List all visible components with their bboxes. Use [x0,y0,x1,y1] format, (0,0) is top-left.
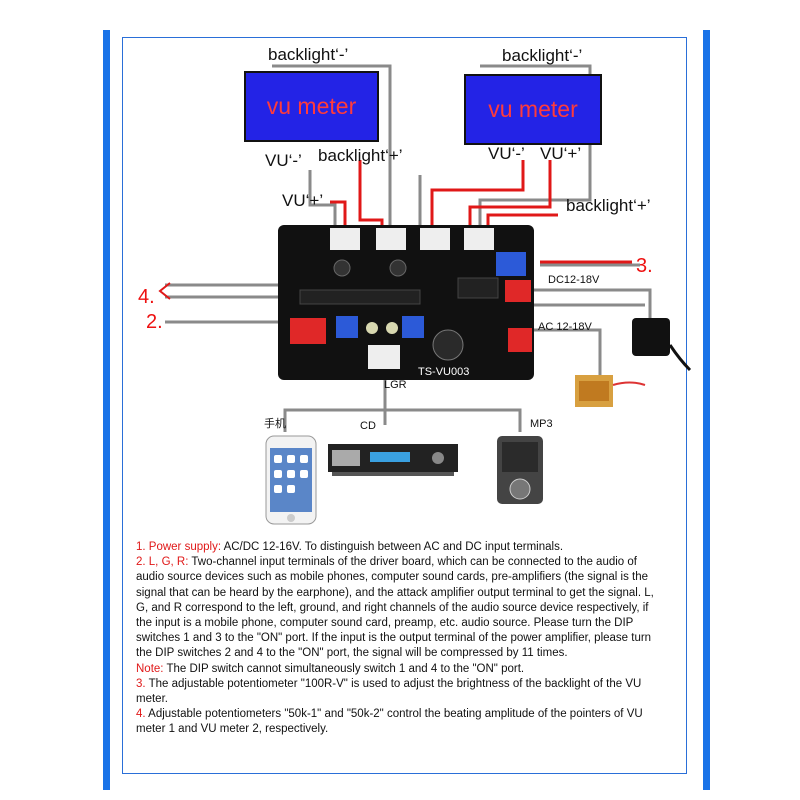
desc-p4-text: Adjustable potentiometers "50k-1" and "5… [136,708,643,736]
vu-meter-1: vu meter [244,71,379,142]
phone-label: 手机 [264,418,286,430]
description-text: 1. Power supply: AC/DC 12-16V. To distin… [136,540,666,738]
meter1-backlight-minus-label: backlight‘-’ [268,45,349,64]
desc-potentiometer-meters: 4. Adjustable potentiometers "50k-1" and… [136,707,666,737]
phone-device [265,435,317,525]
transformer [575,375,646,407]
callout-3: 3. [636,255,653,277]
left-border-bar [103,30,110,790]
callout-2: 2. [146,311,163,333]
board-model-label: TS-VU003 [418,366,470,378]
meter1-vu-minus-label: VU‘-’ [265,151,302,170]
desc-lgr-text: Two-channel input terminals of the drive… [136,556,654,660]
cd-label: CD [360,420,376,432]
meter2-vu-minus-label: VU‘-’ [488,144,525,163]
desc-lgr: 2. L, G, R: Two-channel input terminals … [136,555,666,661]
driver-board [278,225,534,380]
desc-p3-text: The adjustable potentiometer "100R-V" is… [136,677,642,706]
desc-note: Note: The DIP switch cannot simultaneous… [136,662,666,677]
meter1-vu-plus-label: VU‘+’ [282,191,324,210]
lgr-input-label: LGR [384,379,407,391]
meter1-backlight-plus-label: backlight‘+’ [318,146,403,165]
desc-note-label: Note: [136,662,164,675]
vu-meter-2: vu meter [464,74,602,145]
content-frame [122,37,687,774]
desc-power-supply: 1. Power supply: AC/DC 12-16V. To distin… [136,540,666,555]
meter2-backlight-plus-label: backlight‘+’ [566,196,651,215]
dc-input-label: DC12-18V [548,274,600,286]
ac-input-label: AC 12-18V [538,321,592,333]
meter2-vu-plus-label: VU‘+’ [540,144,582,163]
desc-p4-label: 4. [136,708,146,721]
right-border-bar [703,30,710,790]
meter2-backlight-minus-label: backlight‘-’ [502,46,583,65]
callout-4: 4. [138,286,155,308]
dc-adapter [632,318,692,372]
desc-potentiometer-backlight: 3. The adjustable potentiometer "100R-V"… [136,677,666,707]
mp3-label: MP3 [530,418,553,430]
desc-p3-label: 3. [136,677,146,690]
desc-power-supply-label: 1. Power supply: [136,541,222,553]
desc-lgr-label: 2. L, G, R: [136,556,189,569]
mp3-player-device [497,436,543,504]
cd-player-device [328,444,458,476]
desc-power-supply-text: AC/DC 12-16V. To distinguish between AC … [221,541,564,553]
desc-note-text: The DIP switch cannot simultaneously swi… [163,662,525,675]
